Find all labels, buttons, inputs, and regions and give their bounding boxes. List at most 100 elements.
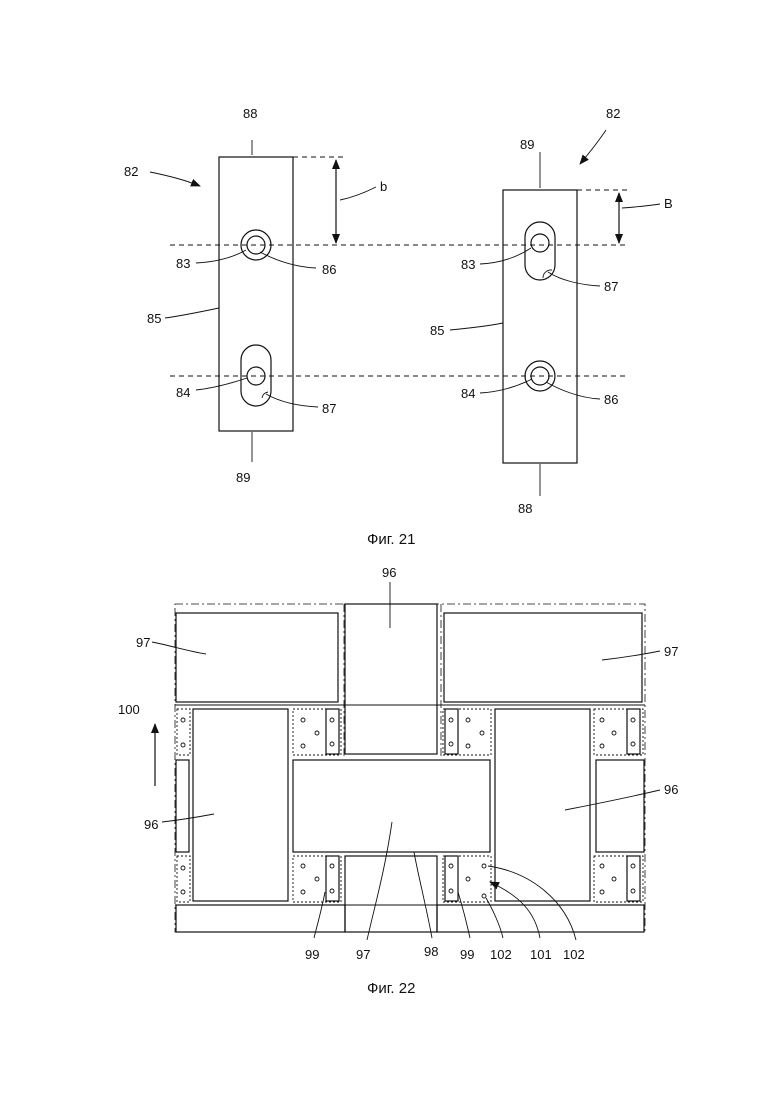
block-bottom-left [176,905,345,932]
leader-83-right [480,248,531,264]
leader-83-left [196,250,246,263]
block-96-top-center [345,604,437,754]
label-99-a: 99 [305,947,319,962]
clamp-hole [631,742,635,746]
label-89-left: 89 [236,470,250,485]
clamp-hole [330,889,334,893]
clamp-bar [445,709,458,754]
label-82-right: 82 [606,106,620,121]
label-83-left: 83 [176,256,190,271]
pad-hole [482,864,486,868]
pad-hole [301,890,305,894]
plate-right-body [503,190,577,463]
leader-97-left [152,642,206,654]
connector-pad [293,856,341,902]
pad-hole [301,744,305,748]
label-84-right: 84 [461,386,475,401]
leader-82-left [150,172,200,186]
leader-97-right [602,651,660,660]
pad-hole [600,890,604,894]
leader-101 [490,882,540,938]
pad-hole [612,877,616,881]
clamp-hole [631,864,635,868]
block-96-right [495,709,590,901]
slot-hole-outer-right [525,222,555,280]
label-97-right: 97 [664,644,678,659]
leader-85-right [450,323,503,330]
label-B: B [664,196,673,211]
label-97-left: 97 [136,635,150,650]
block-edge-left [176,760,189,852]
pad-hole [315,877,319,881]
label-96-top: 96 [382,565,396,580]
pad-hole [600,744,604,748]
block-edge-right [596,760,644,852]
slot-hole-outer [241,345,271,406]
pad-hole [600,864,604,868]
connector-pad [594,856,643,902]
clamp-hole [631,718,635,722]
leader-98 [414,852,432,938]
label-100: 100 [118,702,140,717]
connector-pads [177,709,643,902]
connector-pad [177,856,190,902]
label-88-right: 88 [518,501,532,516]
block-97-top-right [444,613,642,702]
figure-21: 88 82 b 83 86 85 84 87 89 82 89 B 83 87 … [124,106,673,548]
block-97-center [293,760,490,852]
label-83-right: 83 [461,257,475,272]
leader-99-a [314,892,325,938]
layout-outer-frame [175,604,645,932]
label-96-right: 96 [664,782,678,797]
pad-hole [466,744,470,748]
pad-hole [301,864,305,868]
leader-86-right [546,382,600,399]
leader-102-b [488,866,576,940]
label-99-b: 99 [460,947,474,962]
label-85-left: 85 [147,311,161,326]
plate-right [450,130,660,496]
plate-left-body [219,157,293,431]
clamp-bar [627,856,640,901]
label-85-right: 85 [430,323,444,338]
pad-hole [482,894,486,898]
pad-hole [466,718,470,722]
pad-hole [480,731,484,735]
pad-hole [600,718,604,722]
clamp-hole [449,718,453,722]
clamp-hole [449,889,453,893]
label-87-right: 87 [604,279,618,294]
label-101: 101 [530,947,552,962]
figure-22-caption: Фиг. 22 [367,980,415,997]
clamp-hole [330,718,334,722]
leader-82-right [580,130,606,164]
pad-hole [315,731,319,735]
connector-pad [293,709,341,755]
leader-97-bottom [367,822,392,940]
block-96-left [193,709,288,901]
label-82-left: 82 [124,164,138,179]
label-87-left: 87 [322,401,336,416]
clamp-bar [326,856,339,901]
leader-87-left [266,394,318,407]
leader-87-right [548,272,600,286]
leader-96-left [162,814,214,822]
label-102-a: 102 [490,947,512,962]
clamp-bar [445,856,458,901]
leader-84-right [480,379,532,393]
label-96-left: 96 [144,817,158,832]
pad-hole [466,877,470,881]
plate-left [150,140,376,462]
clamp-bar [627,709,640,754]
clamp-hole [330,864,334,868]
pad-hole [181,743,185,747]
label-88-left: 88 [243,106,257,121]
pad-hole [181,718,185,722]
leader-96-right [565,790,660,810]
clamp-hole [330,742,334,746]
clamp-hole [631,889,635,893]
pad-hole [612,731,616,735]
clamp-hole [449,742,453,746]
connector-pad [443,856,491,902]
